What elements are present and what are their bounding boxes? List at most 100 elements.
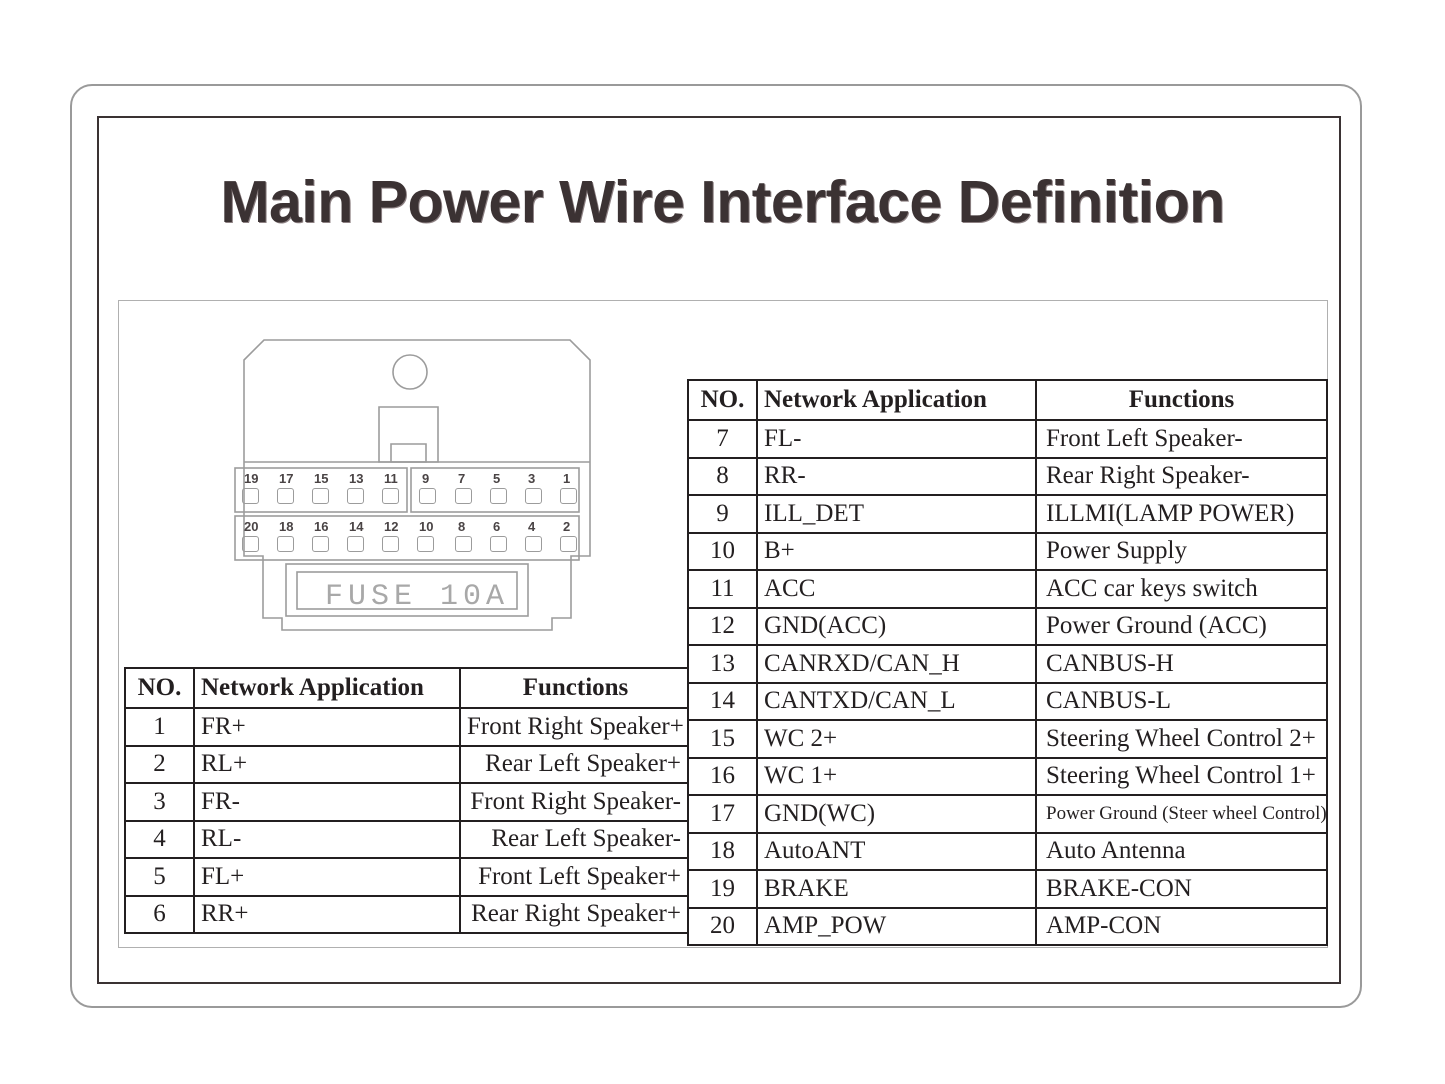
cell-pin-number: 18 [687,831,758,871]
header-functions: Functions [459,667,692,709]
fuse-plate-inner [296,571,518,610]
latch-tab-inner [390,443,427,463]
pin-number-7: 7 [458,471,466,486]
cell-network-application: BRAKE [756,869,1037,909]
header-no: NO. [687,379,758,421]
pin-square-14 [347,536,364,552]
cell-function: Power Ground (ACC) [1035,606,1328,646]
pin-square-2 [560,536,577,552]
pin-number-8: 8 [458,519,466,534]
pin-square-17 [277,488,294,504]
pin-square-10 [417,536,434,552]
pin-square-3 [525,488,542,504]
pin-number-15: 15 [314,471,329,486]
cell-network-application: FR+ [193,707,461,747]
pin-number-10: 10 [419,519,434,534]
latch-tab [378,406,439,463]
cell-pin-number: 1 [124,707,195,747]
cell-pin-number: 6 [124,894,195,934]
pin-number-1: 1 [563,471,571,486]
cell-network-application: FL+ [193,857,461,897]
cell-network-application: CANTXD/CAN_L [756,681,1037,721]
outer-rounded-frame [70,84,1362,1008]
header-network: Network Application [193,667,461,709]
pin-number-13: 13 [349,471,364,486]
cell-network-application: B+ [756,531,1037,571]
cell-pin-number: 12 [687,606,758,646]
cell-network-application: FR- [193,782,461,822]
header-functions: Functions [1035,379,1328,421]
cell-pin-number: 10 [687,531,758,571]
pin-number-16: 16 [314,519,329,534]
cell-function: Rear Right Speaker- [1035,456,1328,496]
cell-pin-number: 9 [687,494,758,534]
cell-pin-number: 8 [687,456,758,496]
cell-network-application: AutoANT [756,831,1037,871]
page-title: Main Power Wire Interface Definition [220,169,1225,235]
cell-function: Rear Right Speaker+ [459,894,692,934]
cell-pin-number: 16 [687,756,758,796]
cell-pin-number: 20 [687,906,758,946]
pin-number-20: 20 [244,519,259,534]
cell-network-application: GND(WC) [756,794,1037,834]
cell-network-application: CANRXD/CAN_H [756,644,1037,684]
pin-square-4 [525,536,542,552]
pin-square-18 [277,536,294,552]
header-no: NO. [124,667,195,709]
pin-square-9 [419,488,436,504]
pin-number-3: 3 [528,471,536,486]
pin-number-11: 11 [384,471,398,486]
cell-function: ILLMI(LAMP POWER) [1035,494,1328,534]
cell-function: Power Supply [1035,531,1328,571]
cell-pin-number: 19 [687,869,758,909]
cell-network-application: RL+ [193,744,461,784]
pin-square-15 [312,488,329,504]
header-network: Network Application [756,379,1037,421]
cell-function: Rear Left Speaker- [459,819,692,859]
cell-network-application: RR- [756,456,1037,496]
cell-function: Front Right Speaker+ [459,707,692,747]
cell-pin-number: 5 [124,857,195,897]
cell-pin-number: 4 [124,819,195,859]
cell-network-application: GND(ACC) [756,606,1037,646]
cell-pin-number: 14 [687,681,758,721]
cell-pin-number: 11 [687,569,758,609]
pin-housing-bottom [234,515,580,561]
pin-square-16 [312,536,329,552]
cell-network-application: FL- [756,419,1037,459]
pin-number-19: 19 [244,471,259,486]
pin-number-9: 9 [422,471,430,486]
cell-function: ACC car keys switch [1035,569,1328,609]
fuse-plate-outer [285,563,529,617]
middle-rect-frame [97,116,1341,984]
pin-number-14: 14 [349,519,364,534]
cell-function: Power Ground (Steer wheel Control) [1035,794,1328,834]
pin-number-5: 5 [493,471,501,486]
cell-network-application: WC 2+ [756,719,1037,759]
fuse-rating-label: FUSE 10A [324,580,510,614]
table-header-row: NO. Network Application Functions [124,667,692,709]
cell-function: CANBUS-L [1035,681,1328,721]
cell-function: CANBUS-H [1035,644,1328,684]
pin-housing-top-left [234,467,408,513]
pin-square-19 [242,488,259,504]
cell-function: Auto Antenna [1035,831,1328,871]
cell-function: Front Left Speaker+ [459,857,692,897]
